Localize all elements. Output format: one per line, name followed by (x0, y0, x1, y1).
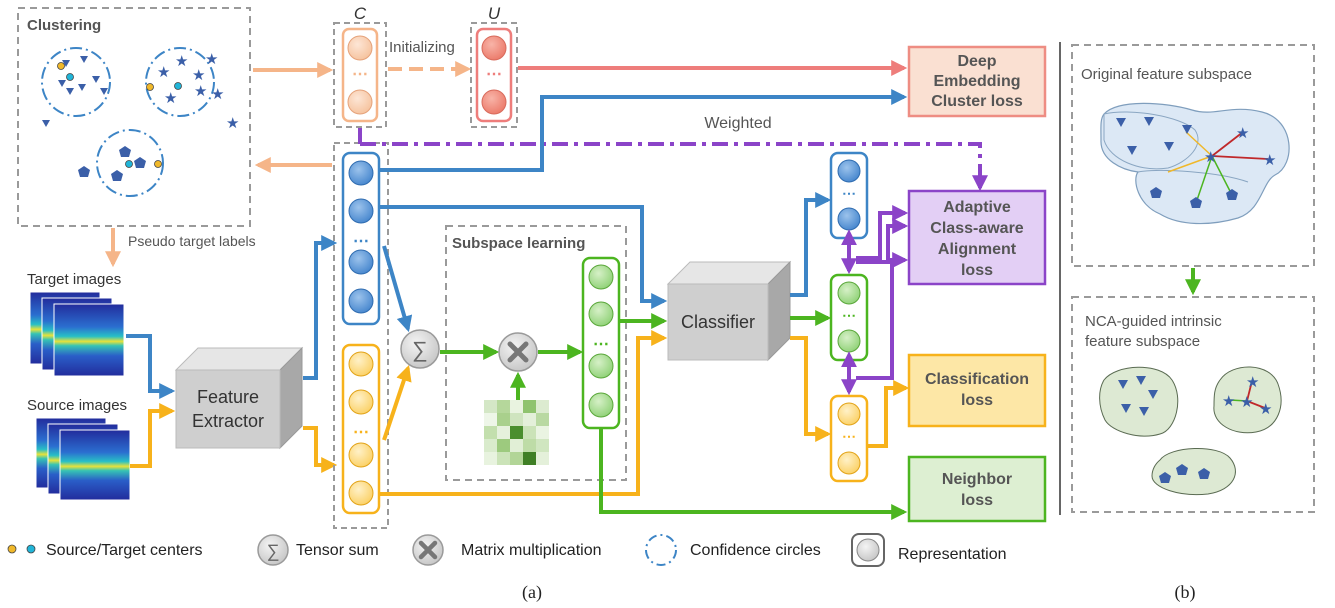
legend-confidence-label: Confidence circles (690, 542, 821, 559)
target-center (174, 82, 182, 90)
source-center (154, 160, 162, 168)
subspace-box (445, 225, 627, 481)
deep-embedding-cluster-loss: Deep Embedding Cluster loss (907, 45, 1047, 118)
caption-a: (a) (522, 582, 542, 603)
weighted-label: Weighted (704, 115, 771, 132)
tensor-sum-symbol: ∑ (412, 337, 428, 362)
source-prediction-vector: ⋯ (829, 394, 869, 483)
classifier: Classifier (666, 260, 792, 362)
caption-b: (b) (1175, 582, 1196, 603)
target-prediction-vector: ⋯ (829, 151, 869, 240)
feature-extractor: Feature Extractor (174, 346, 304, 450)
nca-subspace-title-line2: feature subspace (1085, 333, 1200, 350)
target-center (66, 73, 74, 81)
legend-tensor-sum-symbol: ∑ (267, 541, 280, 561)
confidence-circle (41, 47, 111, 117)
legend-tensor-sum-icon (257, 534, 289, 566)
nb-loss-line1: Neighbor (942, 471, 1012, 488)
clustering-title: Clustering (27, 17, 101, 34)
svg-text:★: ★ (205, 51, 218, 68)
source-prediction-dots: ⋯ (842, 428, 856, 444)
subspace-feature-dots: ⋯ (593, 336, 609, 353)
pseudo-labels-label: Pseudo target labels (128, 233, 256, 249)
svg-text:★: ★ (194, 83, 207, 100)
target-center (125, 160, 133, 168)
legend-centers-label: Source/Target centers (46, 542, 203, 559)
tensor-sum-node: ∑ (400, 329, 440, 369)
feature-extractor-line1: Feature (197, 387, 259, 407)
source-images-label: Source images (27, 397, 127, 414)
svg-text:★: ★ (1263, 152, 1276, 169)
svg-text:★: ★ (211, 86, 224, 103)
u-dots: ⋯ (486, 66, 502, 83)
cls-loss-line2: loss (961, 392, 993, 409)
legend-tensor-sum-label: Tensor sum (296, 542, 379, 559)
clustering-panel: Clustering ★★★ ★★★ ★★ (17, 7, 251, 227)
source-center (57, 62, 65, 70)
acaa-loss-line2: Class-aware (930, 220, 1023, 237)
projection-matrix (484, 400, 549, 465)
subspace-prediction-vector: ⋯ (829, 273, 869, 362)
source-feature-vector: ⋯ (341, 343, 381, 515)
svg-text:★: ★ (1222, 393, 1235, 410)
c-vector: ⋯ (341, 27, 379, 123)
svg-text:★: ★ (157, 64, 170, 81)
u-label: U (488, 4, 501, 23)
nca-subspace-title-line1: NCA-guided intrinsic (1085, 313, 1222, 330)
svg-text:★: ★ (1204, 149, 1217, 166)
feature-extractor-line2: Extractor (192, 411, 264, 431)
matmul-node (498, 332, 538, 372)
svg-text:★: ★ (226, 115, 239, 132)
source-feature-dots: ⋯ (353, 424, 369, 441)
adaptive-class-aware-alignment-loss: Adaptive Class-aware Alignment loss (907, 189, 1047, 286)
c-dots: ⋯ (352, 66, 368, 83)
target-feature-vector: ⋯ (341, 151, 381, 326)
star-markers: ★★★ ★★★ ★★ (157, 51, 239, 132)
legend-representation-label: Representation (898, 546, 1007, 563)
legend-source-center (7, 544, 17, 554)
legend-matmul-label: Matrix multiplication (461, 542, 601, 559)
nb-loss-line2: loss (961, 492, 993, 509)
svg-text:★: ★ (1236, 125, 1249, 142)
acaa-loss-line3: Alignment (938, 241, 1017, 258)
subspace-title: Subspace learning (452, 235, 585, 252)
u-vector: ⋯ (475, 27, 513, 123)
original-subspace-title: Original feature subspace (1081, 66, 1252, 83)
svg-text:★: ★ (175, 53, 188, 70)
triangle-markers (42, 56, 108, 127)
dec-loss-line2: Embedding (933, 73, 1020, 90)
dec-loss-line1: Deep (957, 53, 996, 70)
target-images-label: Target images (27, 271, 121, 288)
subspace-prediction-dots: ⋯ (842, 307, 856, 323)
nca-subspace-panel: NCA-guided intrinsic feature subspace ★★… (1071, 296, 1315, 513)
legend: Source/Target centers ∑ Tensor sum Matri… (7, 533, 1007, 567)
acaa-loss-line1: Adaptive (943, 199, 1011, 216)
dec-loss-line3: Cluster loss (931, 93, 1023, 110)
source-images (35, 417, 131, 501)
acaa-loss-line4: loss (961, 262, 993, 279)
confidence-circle (96, 129, 164, 197)
target-images (29, 291, 125, 377)
neighbor-loss: Neighbor loss (907, 455, 1047, 523)
subspace-feature-vector: ⋯ (581, 256, 621, 430)
svg-text:★: ★ (1259, 401, 1272, 418)
pentagon-markers (78, 146, 146, 181)
cls-loss-line1: Classification (925, 371, 1029, 388)
classifier-label: Classifier (681, 312, 755, 332)
legend-target-center (26, 544, 36, 554)
original-subspace-panel: Original feature subspace ★ ★ ★ (1071, 44, 1315, 267)
source-center (146, 83, 154, 91)
svg-text:★: ★ (1240, 394, 1253, 411)
classification-loss: Classification loss (907, 353, 1047, 428)
target-feature-dots: ⋯ (353, 233, 369, 250)
svg-text:★: ★ (192, 67, 205, 84)
c-label: C (354, 4, 367, 23)
svg-text:★: ★ (1246, 374, 1259, 391)
svg-text:★: ★ (164, 90, 177, 107)
legend-confidence-icon (645, 534, 677, 566)
initializing-label: Initializing (389, 39, 455, 56)
target-prediction-dots: ⋯ (842, 185, 856, 201)
confidence-circle (145, 47, 215, 117)
